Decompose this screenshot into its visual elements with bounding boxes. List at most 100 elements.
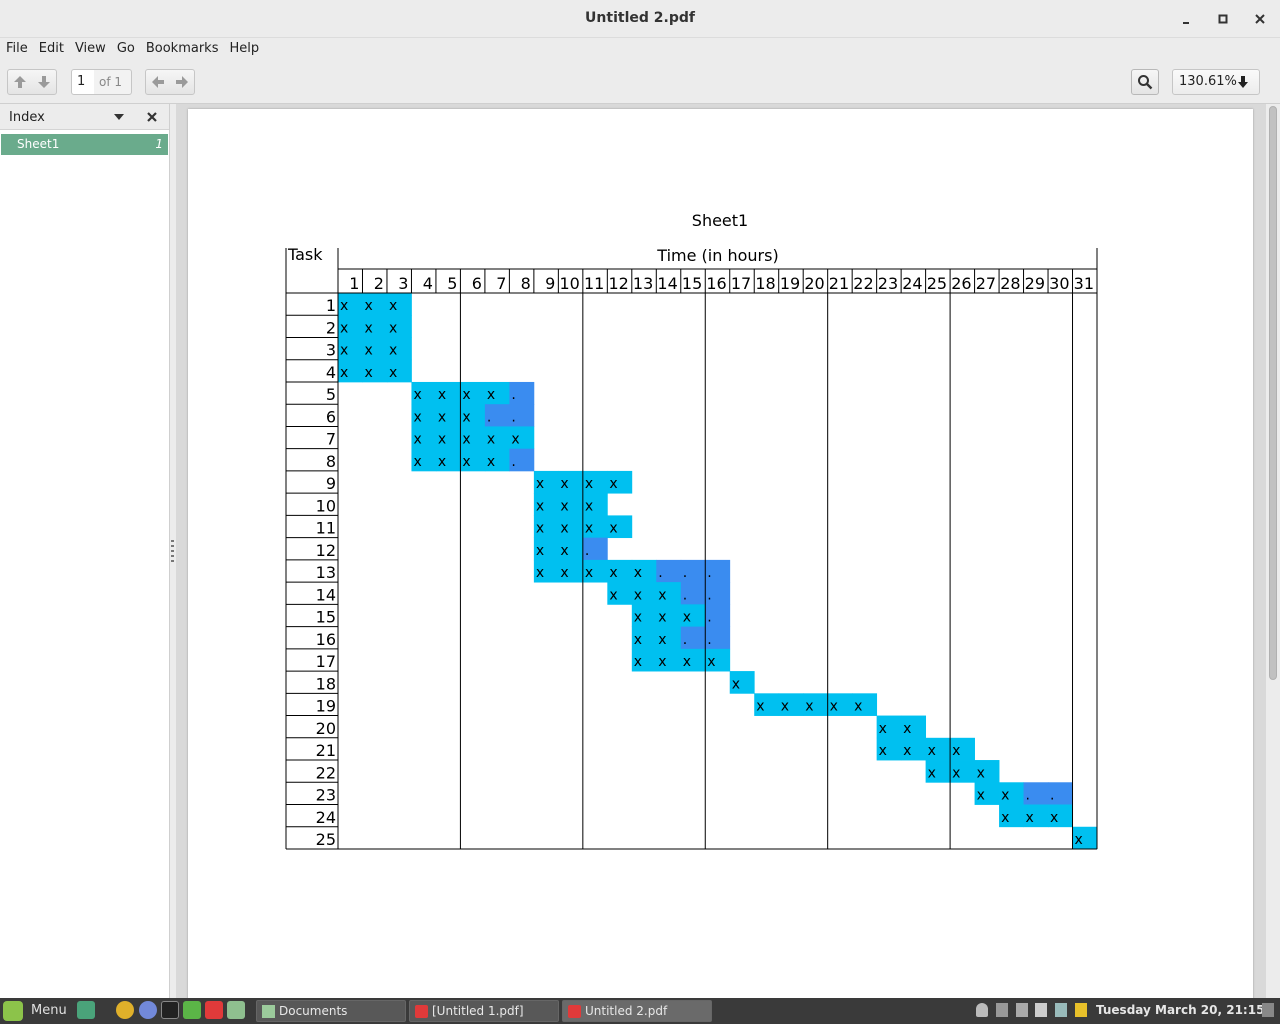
search-button[interactable] — [1131, 69, 1159, 95]
gantt-cell — [582, 515, 608, 539]
minimize-button[interactable] — [1175, 8, 1197, 30]
next-page-button[interactable] — [32, 70, 56, 94]
hour-tick-label: 10 — [559, 274, 579, 293]
gantt-work-mark: x — [585, 521, 593, 537]
gantt-slack-mark: . — [1026, 788, 1030, 804]
menu-help[interactable]: Help — [229, 41, 260, 56]
chrome-icon[interactable] — [116, 1001, 134, 1019]
show-desktop-icon[interactable] — [77, 1001, 95, 1019]
shield-icon[interactable] — [1055, 1003, 1067, 1017]
menu-view[interactable]: View — [74, 41, 106, 56]
gantt-cell — [411, 448, 437, 472]
menu-go[interactable]: Go — [116, 41, 135, 56]
hour-tick-label: 6 — [472, 274, 482, 293]
vertical-scrollbar[interactable] — [1266, 104, 1280, 998]
gantt-cell — [411, 381, 437, 405]
network-icon[interactable] — [1016, 1003, 1028, 1017]
gantt-work-mark: x — [903, 743, 911, 759]
gantt-cell — [1023, 782, 1049, 805]
gantt-work-mark: x — [389, 298, 397, 314]
gantt-work-mark: x — [928, 765, 936, 781]
task-label: 4 — [326, 363, 336, 382]
page-number-input[interactable]: 1 — [71, 69, 95, 95]
maximize-button[interactable] — [1212, 8, 1234, 30]
gantt-work-mark: x — [462, 409, 470, 425]
hour-tick-label: 9 — [545, 274, 555, 293]
gantt-work-mark: x — [756, 699, 764, 715]
hour-tick-label: 14 — [657, 274, 677, 293]
gantt-work-mark: x — [340, 343, 348, 359]
volume-icon[interactable] — [1035, 1003, 1047, 1017]
clock: Tuesday March 20, 21:15 — [1096, 1003, 1265, 1017]
hour-tick-label: 2 — [374, 274, 384, 293]
gantt-cell — [631, 648, 657, 672]
hour-tick-label: 16 — [706, 274, 726, 293]
keyboard-icon[interactable] — [996, 1003, 1008, 1017]
gantt-cell — [999, 782, 1024, 805]
gantt-cell — [656, 648, 682, 672]
start-menu-label[interactable]: Menu — [31, 1003, 67, 1018]
close-window-button[interactable] — [1249, 8, 1271, 30]
notifications-icon[interactable] — [1262, 1003, 1274, 1017]
gantt-work-mark: x — [536, 498, 544, 514]
gantt-work-mark: x — [389, 320, 397, 336]
scrollbar-thumb[interactable] — [1269, 106, 1277, 680]
sidebar-item-sheet1[interactable]: Sheet1 1 — [1, 134, 168, 155]
task-label: 17 — [316, 652, 336, 671]
task-label: 3 — [326, 341, 336, 360]
toolbar: 1 of 1 130.61% — [0, 62, 1280, 104]
history-forward-button[interactable] — [170, 70, 194, 94]
sidebar-close-button[interactable] — [146, 108, 158, 127]
gantt-work-mark: x — [413, 409, 421, 425]
gantt-work-mark: x — [487, 387, 495, 403]
task-label: 20 — [316, 719, 336, 738]
hour-tick-label: 28 — [1000, 274, 1020, 293]
gantt-work-mark: x — [462, 454, 470, 470]
gantt-cell — [460, 381, 486, 405]
previous-page-button[interactable] — [8, 70, 32, 94]
gantt-cell — [680, 604, 706, 627]
gantt-work-mark: x — [585, 565, 593, 581]
terminal-icon[interactable] — [161, 1001, 179, 1019]
arrow-right-icon — [176, 76, 188, 88]
hour-tick-label: 18 — [755, 274, 775, 293]
task-label: 7 — [326, 430, 336, 449]
taskbar-window-documents[interactable]: Documents — [256, 1000, 406, 1022]
files-icon[interactable] — [227, 1001, 245, 1019]
sidebar-splitter[interactable] — [170, 104, 176, 998]
gantt-work-mark: x — [413, 387, 421, 403]
gantt-work-mark: x — [879, 721, 887, 737]
gantt-slack-mark: . — [707, 587, 711, 603]
menu-file[interactable]: File — [6, 41, 28, 56]
menu-bookmarks[interactable]: Bookmarks — [145, 41, 219, 56]
taskbar-window-untitled-2[interactable]: Untitled 2.pdf — [562, 1000, 712, 1022]
history-back-button[interactable] — [146, 70, 170, 94]
gantt-work-mark: x — [413, 432, 421, 448]
gantt-slack-mark: . — [683, 587, 687, 603]
gantt-cell — [338, 359, 363, 383]
gantt-cell — [656, 582, 682, 605]
lock-icon[interactable] — [1075, 1003, 1087, 1017]
task-label: 14 — [316, 585, 336, 604]
gantt-work-mark: x — [438, 409, 446, 425]
gantt-work-mark: x — [1001, 810, 1009, 826]
hour-tick-label: 4 — [423, 274, 433, 293]
menu-edit[interactable]: Edit — [38, 41, 64, 56]
sidebar-mode-dropdown[interactable] — [114, 114, 124, 120]
taskbar-window-untitled-1[interactable]: [Untitled 1.pdf] — [409, 1000, 559, 1022]
text-editor-icon[interactable] — [205, 1001, 223, 1019]
hour-tick-label: 1 — [349, 274, 359, 293]
hour-tick-label: 19 — [780, 274, 800, 293]
update-icon[interactable] — [183, 1001, 201, 1019]
gantt-cell — [754, 693, 780, 716]
mint-menu-icon[interactable] — [3, 1001, 23, 1021]
discord-icon[interactable] — [139, 1001, 157, 1019]
user-icon[interactable] — [976, 1003, 988, 1017]
gantt-work-mark: x — [585, 498, 593, 514]
gantt-cell — [1048, 782, 1073, 805]
zoom-select[interactable]: 130.61% — [1172, 69, 1260, 95]
gantt-cell — [876, 737, 902, 761]
hour-tick-label: 20 — [804, 274, 824, 293]
gantt-slack-mark: . — [511, 409, 515, 425]
